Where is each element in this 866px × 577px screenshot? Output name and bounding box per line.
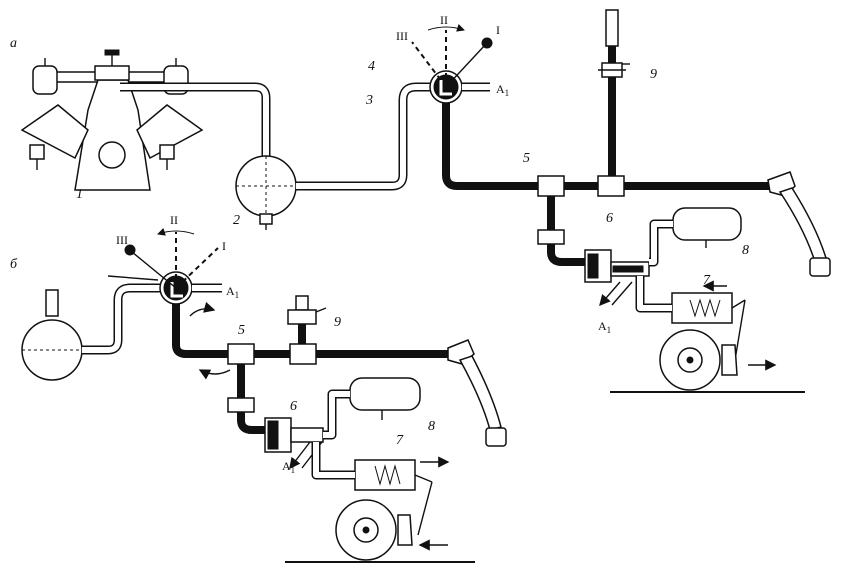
label-1: 1 bbox=[76, 187, 83, 202]
panel-a: а bbox=[10, 9, 831, 393]
cut-off-valve bbox=[598, 62, 630, 78]
label-7-b: 7 bbox=[396, 433, 404, 448]
hose-coupling-b bbox=[447, 339, 507, 447]
cut-off-valve-b bbox=[287, 309, 317, 325]
valve-b-top bbox=[295, 295, 309, 311]
driver-crane-b bbox=[107, 227, 222, 305]
branch-pipe-b bbox=[237, 364, 265, 434]
tee-fitting-b bbox=[227, 343, 255, 365]
branch-pipe bbox=[547, 196, 585, 266]
panel-label-b: б bbox=[10, 257, 18, 272]
air-receiver-b bbox=[21, 289, 83, 381]
branch-valve-b bbox=[227, 397, 255, 413]
pos-i-b: I bbox=[222, 239, 226, 253]
label-7-a: 7 bbox=[703, 273, 711, 288]
panel-b: б bbox=[10, 213, 507, 563]
hose-coupling bbox=[767, 171, 831, 277]
branch-valve bbox=[537, 229, 565, 245]
atm-a-dist: A1 bbox=[598, 319, 611, 335]
brake-shoe bbox=[721, 344, 738, 376]
label-8-a: 8 bbox=[742, 243, 749, 258]
label-2: 2 bbox=[233, 213, 240, 228]
label-5-b: 5 bbox=[238, 323, 245, 338]
reservoir-b-tank bbox=[349, 377, 421, 411]
crane-b-handle[interactable] bbox=[131, 251, 177, 289]
label-5-a: 5 bbox=[523, 151, 530, 166]
tee-fitting-riser bbox=[597, 175, 625, 197]
tee-fitting-b-riser bbox=[289, 343, 317, 365]
label-6-a: 6 bbox=[606, 211, 613, 226]
label-6-b: 6 bbox=[290, 399, 297, 414]
hose-head bbox=[809, 257, 831, 277]
atm-b-dist: A1 bbox=[282, 459, 295, 475]
brake-hose bbox=[778, 187, 827, 263]
brake-cylinder bbox=[635, 276, 746, 361]
label-9-b: 9 bbox=[334, 315, 341, 330]
label-8-b: 8 bbox=[428, 419, 435, 434]
wheel-a bbox=[610, 329, 805, 393]
air-distributor bbox=[584, 249, 650, 307]
pos-iii-b: III bbox=[116, 233, 128, 247]
pos-i-a: I bbox=[496, 23, 500, 37]
tee-fitting bbox=[537, 175, 565, 197]
receiver-b-neck bbox=[45, 289, 59, 317]
compressor-head bbox=[94, 65, 130, 81]
label-3-a: 3 bbox=[365, 93, 373, 108]
pos-ii-a: II bbox=[440, 13, 448, 27]
drain-cock-left bbox=[29, 144, 45, 160]
reservoir-tank bbox=[672, 207, 742, 241]
pressure-gauge-tube bbox=[605, 9, 619, 47]
brake-hose-b bbox=[458, 355, 502, 431]
handle-position-iii bbox=[411, 41, 447, 88]
pos-iii-a: III bbox=[396, 29, 408, 43]
distributor-b-chamber bbox=[290, 427, 324, 443]
air-distributor-b bbox=[264, 417, 324, 470]
compressor-valve-left bbox=[32, 65, 58, 95]
pipe-receiver-crane bbox=[296, 82, 430, 191]
compressor-cylinder-right bbox=[136, 104, 204, 160]
label-9-a: 9 bbox=[650, 67, 657, 82]
crane-b-handle-knob[interactable] bbox=[124, 244, 136, 256]
handle-b-position-i bbox=[175, 247, 219, 289]
hose-b-head bbox=[485, 427, 507, 447]
crane-handle[interactable] bbox=[445, 43, 487, 88]
pos-ii-b: II bbox=[170, 213, 178, 227]
auxiliary-reservoir bbox=[649, 207, 742, 267]
driver-crane bbox=[411, 23, 493, 104]
crane-handle-knob[interactable] bbox=[481, 37, 493, 49]
brake-line-b bbox=[172, 304, 450, 358]
atm-b: A1 bbox=[226, 284, 239, 300]
panel-label-a: а bbox=[10, 36, 17, 51]
compressor-cylinder-left bbox=[20, 104, 89, 160]
air-receiver bbox=[235, 155, 297, 230]
drain-cock-right bbox=[159, 144, 175, 160]
brake-shoe-b bbox=[397, 514, 413, 546]
compressor-crank bbox=[98, 141, 126, 169]
auxiliary-reservoir-b bbox=[323, 377, 421, 440]
atm-a: A1 bbox=[496, 82, 509, 98]
compressor bbox=[20, 49, 204, 191]
receiver-drain-valve bbox=[259, 213, 273, 225]
brake-cylinder-b bbox=[311, 442, 450, 536]
label-4: 4 bbox=[368, 59, 375, 74]
wheel-b bbox=[285, 499, 475, 563]
brake-line-main bbox=[442, 103, 770, 190]
